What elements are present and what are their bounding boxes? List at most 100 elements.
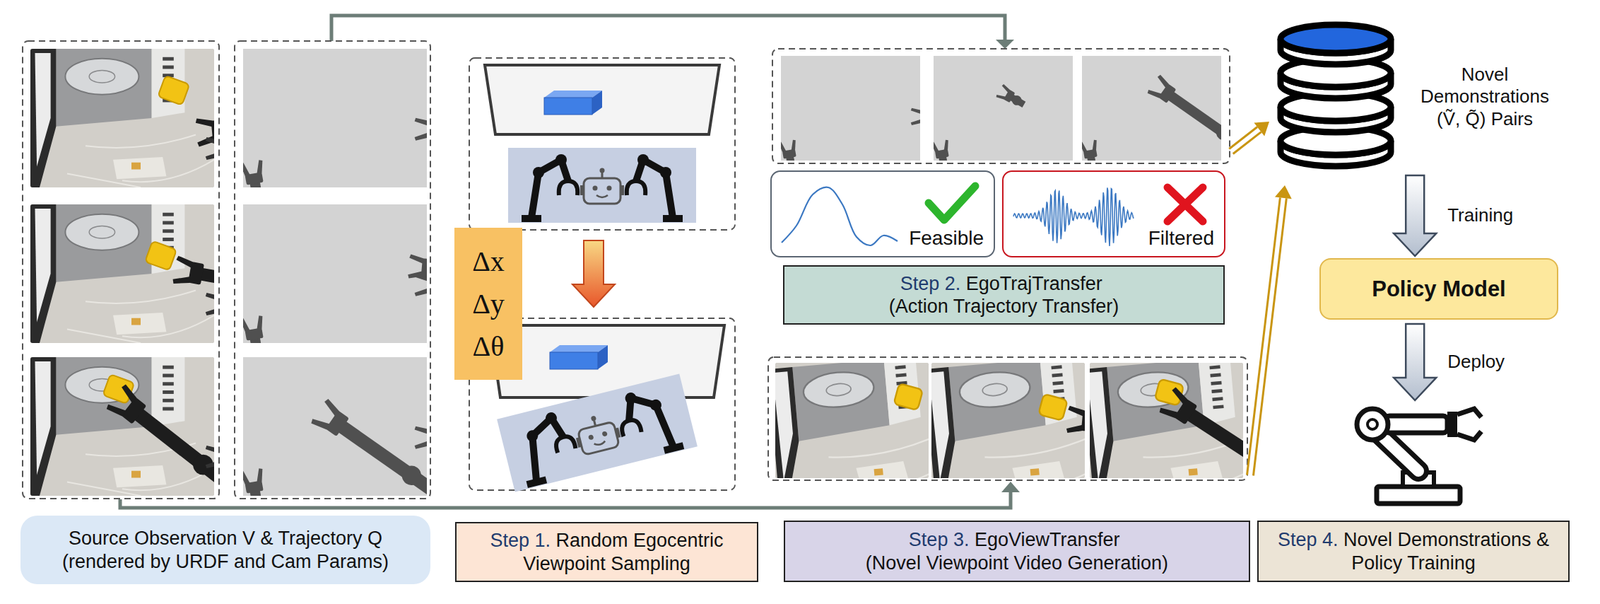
video-frame-part-part [30,48,215,188]
robot-gripper [1146,74,1222,161]
robot-gripper-part [414,118,427,126]
rendered-frame-part [1081,74,1222,161]
robot-gripper [414,426,427,449]
robot-gripper-part [789,139,798,151]
node-text: Source Observation V & Trajectory Q (ren… [62,527,389,572]
text-wrap: Policy Model [1371,275,1506,302]
robot-gripper-part [132,407,215,496]
step-box: Step 4.Novel Demonstrations & Policy Tra… [1257,520,1570,582]
video-frame-part-part [775,371,798,478]
video-frame-part-part [1170,460,1224,478]
robot-gripper [310,397,427,496]
robot-platform-part [594,420,596,427]
video-frame-part-part [30,204,215,343]
robot-arm-icon-part [1457,431,1482,440]
text-wrap: Novel Demonstrations (Ṽ, Q̃) Pairs [1407,63,1562,131]
video-frame-part-part [931,362,1085,478]
video-frame-part-part [1012,460,1066,478]
robot-gripper-part [1146,86,1162,101]
robot-gripper-part [910,108,921,114]
video-frame [30,48,215,188]
robot-gripper [414,118,427,141]
robot-gripper-part [205,460,215,468]
video-frame-part-part [1089,362,1244,478]
robot-platform-part [607,185,613,191]
text-wrap: Step 3.EgoViewTransfer(Novel Viewpoint V… [865,527,1169,574]
video-frame-part-part [958,368,1032,410]
video-frame-part-part [131,318,141,326]
video-frame [931,362,1085,478]
object-block [544,90,603,115]
robot-platform-part [596,195,608,198]
video-frame-part-part [30,356,56,496]
video-frame-part-part [35,53,51,167]
video-frame-part-part [895,373,907,378]
robot-gripper [1081,139,1106,161]
robot-platform-part [636,159,673,218]
video-frame-part-part [1106,362,1205,441]
object-block-part [549,344,608,352]
video-frame-part-part [827,436,929,459]
object-block [549,344,608,369]
filtered-curve-part [1013,187,1134,246]
flow-arrow [331,15,1015,49]
dashed-group [469,57,735,230]
robot-platform-part [526,476,548,488]
robot-gripper [1065,405,1085,444]
text-wrap: Novel Demonstrations (Ṽ, Q̃) Pairs [1407,20,1562,174]
video-frame-part-part [102,373,135,404]
video-frame-part-part [1209,373,1221,378]
rendered-frame-part [243,48,427,188]
video-frame-part-part [162,228,174,233]
robot-gripper-part [205,307,215,316]
node-text: (Action Trajectory Transfer) [889,294,1120,318]
step-number: Step 1. [489,529,551,551]
robot-platform-part [587,433,594,440]
robot-gripper-part [336,419,427,496]
video-frame-part [1089,362,1244,478]
robot-platform-part [637,154,649,166]
robot-platform-part [496,373,698,492]
flow-arrow-part [1247,197,1281,475]
robot-platform-part [590,414,597,421]
robot-gripper-part [1067,405,1085,417]
robot-gripper-part [205,137,215,145]
robot-gripper-part [995,91,1007,102]
source-box: Source Observation V & Trajectory Q (ren… [20,515,431,584]
flow-arrow-part [1253,197,1287,475]
video-frame-part-part [1030,467,1040,475]
rendered-frame-part [1081,55,1222,161]
video-frame-part-part [874,467,884,475]
step-box: Step 1.Random Egocentric Viewpoint Sampl… [455,521,759,582]
video-frame-part-part [1116,368,1191,410]
robot-gripper-part [414,132,427,140]
robot-platform-part [594,440,606,446]
robot-platform-part [662,214,683,222]
robot-platform-part [525,428,540,443]
robot-gripper [995,83,1029,111]
robot-arm-icon-part [1356,408,1388,440]
robot-gripper-part [1158,402,1179,421]
robot-platform-part [619,417,642,437]
robot-gripper-part [254,467,265,482]
flow-arrow-part [1253,121,1270,137]
robot-gripper-part [243,469,251,485]
robot-platform-part [555,154,567,166]
text-wrap: Feasible [908,226,984,251]
robot-platform-part [648,397,663,412]
video-frame-part-part [162,407,174,411]
object-block-part [597,344,608,369]
orange-arrow [572,240,615,307]
rendered-frame [933,55,1073,161]
video-frame-part-part [1209,364,1220,369]
filtered-curve-part [1167,187,1203,222]
node-text: Novel Demonstrations (Ṽ, Q̃) Pairs [1420,63,1550,129]
robot-gripper-part [195,117,213,129]
video-frame [775,362,929,478]
video-frame-part-part [1038,393,1068,421]
block-arrow [1393,175,1437,256]
rendered-frame [243,356,427,496]
rendered-frame-part [243,204,427,343]
robot-gripper-part [1154,74,1171,89]
